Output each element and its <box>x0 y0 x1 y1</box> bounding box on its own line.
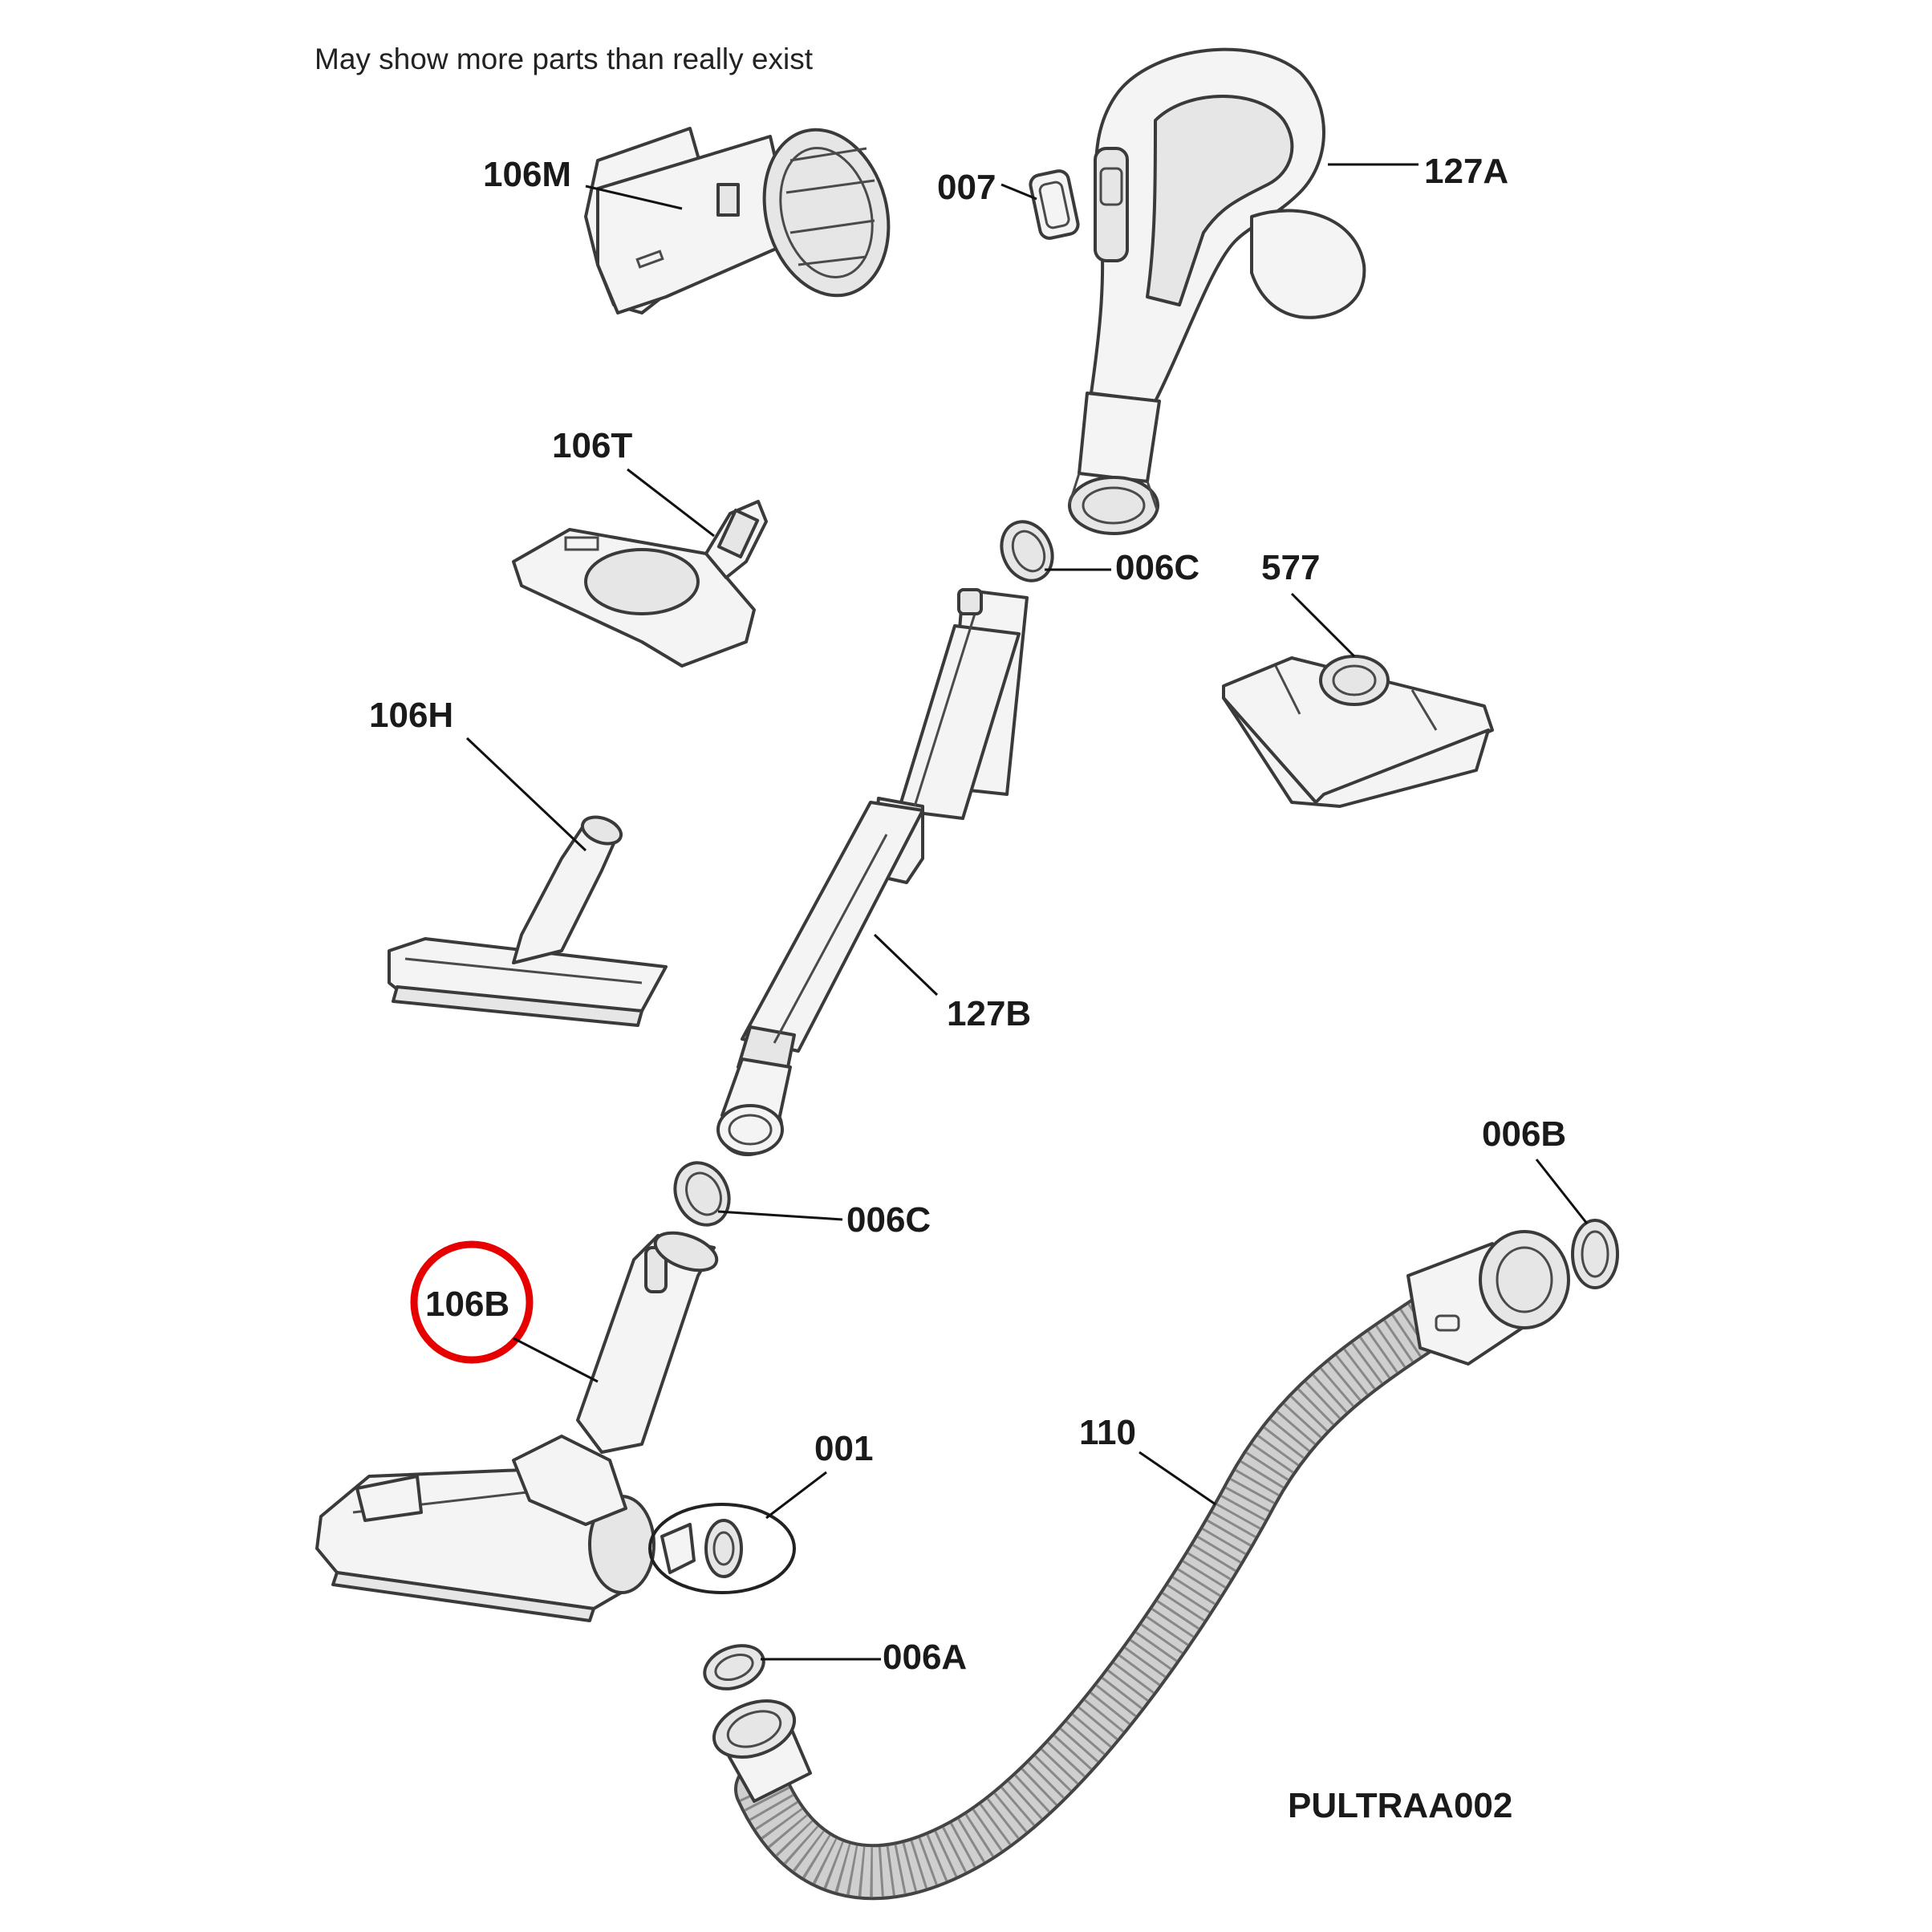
label-001[interactable]: 001 <box>814 1429 873 1468</box>
part-006B-drawing[interactable] <box>1571 1219 1619 1289</box>
label-106M[interactable]: 106M <box>483 155 571 194</box>
part-001-drawing[interactable] <box>648 1503 796 1594</box>
leader-106T <box>627 468 715 538</box>
label-006A[interactable]: 006A <box>883 1638 967 1677</box>
part-007-drawing[interactable] <box>1029 169 1080 240</box>
part-006A-drawing[interactable] <box>699 1638 770 1697</box>
label-006B[interactable]: 006B <box>1482 1114 1566 1154</box>
part-006C-bottom-drawing[interactable] <box>665 1154 739 1234</box>
part-127B-drawing[interactable] <box>715 588 1029 1163</box>
label-106B[interactable]: 106B <box>425 1285 509 1324</box>
label-006C-top[interactable]: 006C <box>1115 548 1199 587</box>
drawing-code: PULTRAA002 <box>1288 1786 1512 1825</box>
label-110[interactable]: 110 <box>1079 1413 1136 1452</box>
header-note: May show more parts than really exist <box>315 43 814 75</box>
label-106H[interactable]: 106H <box>369 696 453 735</box>
part-106H-drawing[interactable] <box>388 812 668 1027</box>
label-006C-bottom[interactable]: 006C <box>846 1200 931 1240</box>
part-106T-drawing[interactable] <box>512 500 768 668</box>
part-106B-drawing[interactable] <box>315 1226 721 1622</box>
part-006C-top-drawing[interactable] <box>992 513 1061 589</box>
leader-106M <box>585 185 683 210</box>
leader-007 <box>1000 183 1037 201</box>
part-106M-drawing[interactable] <box>584 116 907 315</box>
highlight-circle-106B <box>410 1240 534 1364</box>
label-106T[interactable]: 106T <box>552 426 632 465</box>
leader-577 <box>1290 592 1356 658</box>
leader-110 <box>1138 1451 1216 1506</box>
leader-001 <box>765 1471 827 1520</box>
leader-006B <box>1535 1159 1589 1224</box>
part-577-drawing[interactable] <box>1222 655 1494 808</box>
leader-106H <box>465 737 587 852</box>
label-127A[interactable]: 127A <box>1424 152 1508 191</box>
label-007[interactable]: 007 <box>937 168 996 207</box>
leader-006C-bottom <box>717 1210 843 1221</box>
label-577[interactable]: 577 <box>1261 548 1320 587</box>
part-127A-drawing[interactable] <box>1068 47 1366 535</box>
leader-127B <box>873 933 939 996</box>
leader-106B <box>513 1337 599 1383</box>
label-127B[interactable]: 127B <box>947 994 1031 1033</box>
part-110-drawing[interactable] <box>706 1230 1570 1901</box>
